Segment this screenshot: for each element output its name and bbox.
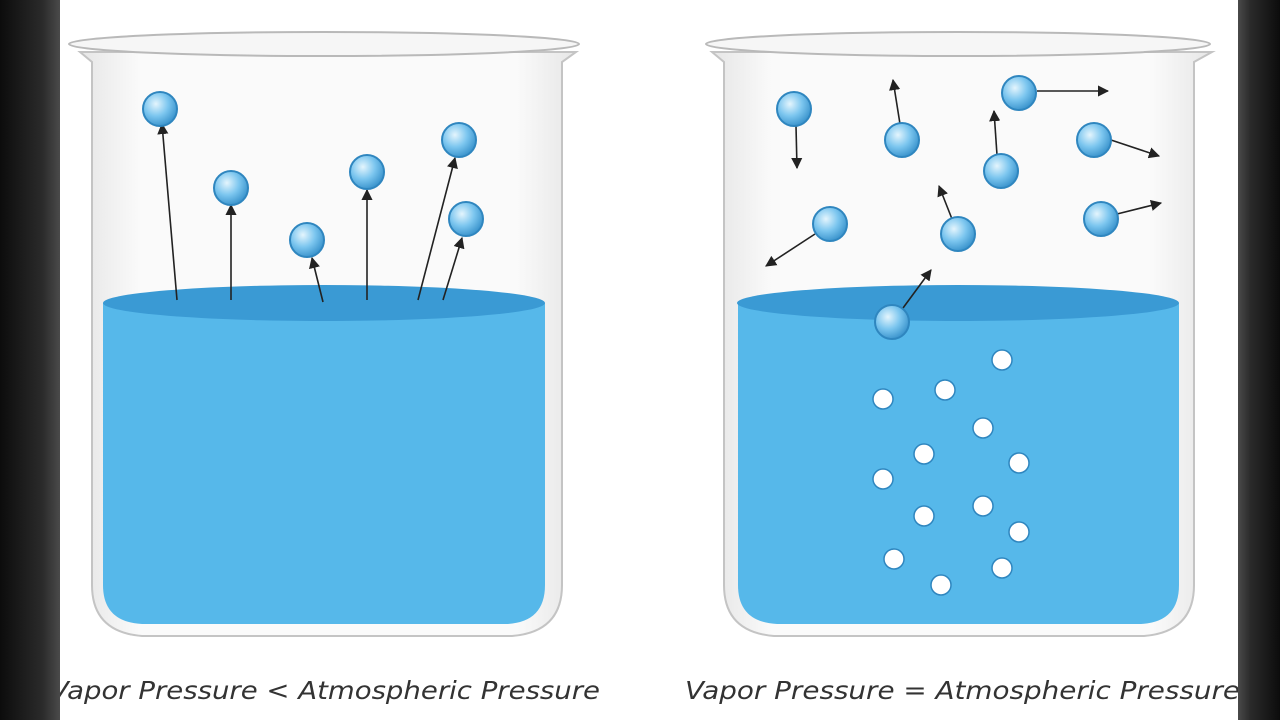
vapor-molecule-icon (984, 154, 1018, 188)
vapor-molecule-icon (143, 92, 177, 126)
left-letterbox (0, 0, 60, 720)
diagram-canvas: Vapor Pressure < Atmospheric Pressure Va… (60, 0, 1238, 720)
vapor-molecule-icon (941, 217, 975, 251)
right-beaker-rim (706, 32, 1210, 56)
vapor-bubble-icon (931, 575, 951, 595)
vapor-bubble-icon (1009, 522, 1029, 542)
left-beaker-rim (69, 32, 579, 56)
vapor-bubble-icon (884, 549, 904, 569)
vapor-molecule-icon (1077, 123, 1111, 157)
vapor-bubble-icon (914, 444, 934, 464)
vapor-molecule-icon (813, 207, 847, 241)
right-beaker (706, 32, 1212, 636)
right-beaker-water (738, 303, 1179, 624)
left-water-surface (103, 285, 545, 321)
vapor-bubble-icon (973, 418, 993, 438)
vapor-bubble-icon (914, 506, 934, 526)
left-beaker (69, 32, 579, 636)
vapor-bubble-icon (992, 558, 1012, 578)
arrow-icon (796, 126, 797, 168)
vapor-bubble-icon (873, 469, 893, 489)
right-letterbox (1238, 0, 1280, 720)
vapor-bubble-icon (935, 380, 955, 400)
vapor-molecule-icon (290, 223, 324, 257)
vapor-molecule-icon (350, 155, 384, 189)
vapor-molecule-icon (777, 92, 811, 126)
right-water-surface (737, 285, 1179, 321)
left-beaker-water (103, 303, 545, 624)
vapor-molecule-icon (449, 202, 483, 236)
vapor-bubble-icon (1009, 453, 1029, 473)
vapor-molecule-icon (875, 305, 909, 339)
vapor-bubble-icon (873, 389, 893, 409)
boiling-diagram: Vapor Pressure < Atmospheric Pressure Va… (60, 0, 1238, 720)
right-caption: Vapor Pressure = Atmospheric Pressure (685, 676, 1238, 705)
vapor-molecule-icon (214, 171, 248, 205)
vapor-molecule-icon (1084, 202, 1118, 236)
left-caption: Vapor Pressure < Atmospheric Pressure (60, 676, 600, 705)
vapor-molecule-icon (442, 123, 476, 157)
vapor-molecule-icon (1002, 76, 1036, 110)
vapor-bubble-icon (992, 350, 1012, 370)
vapor-molecule-icon (885, 123, 919, 157)
vapor-bubble-icon (973, 496, 993, 516)
